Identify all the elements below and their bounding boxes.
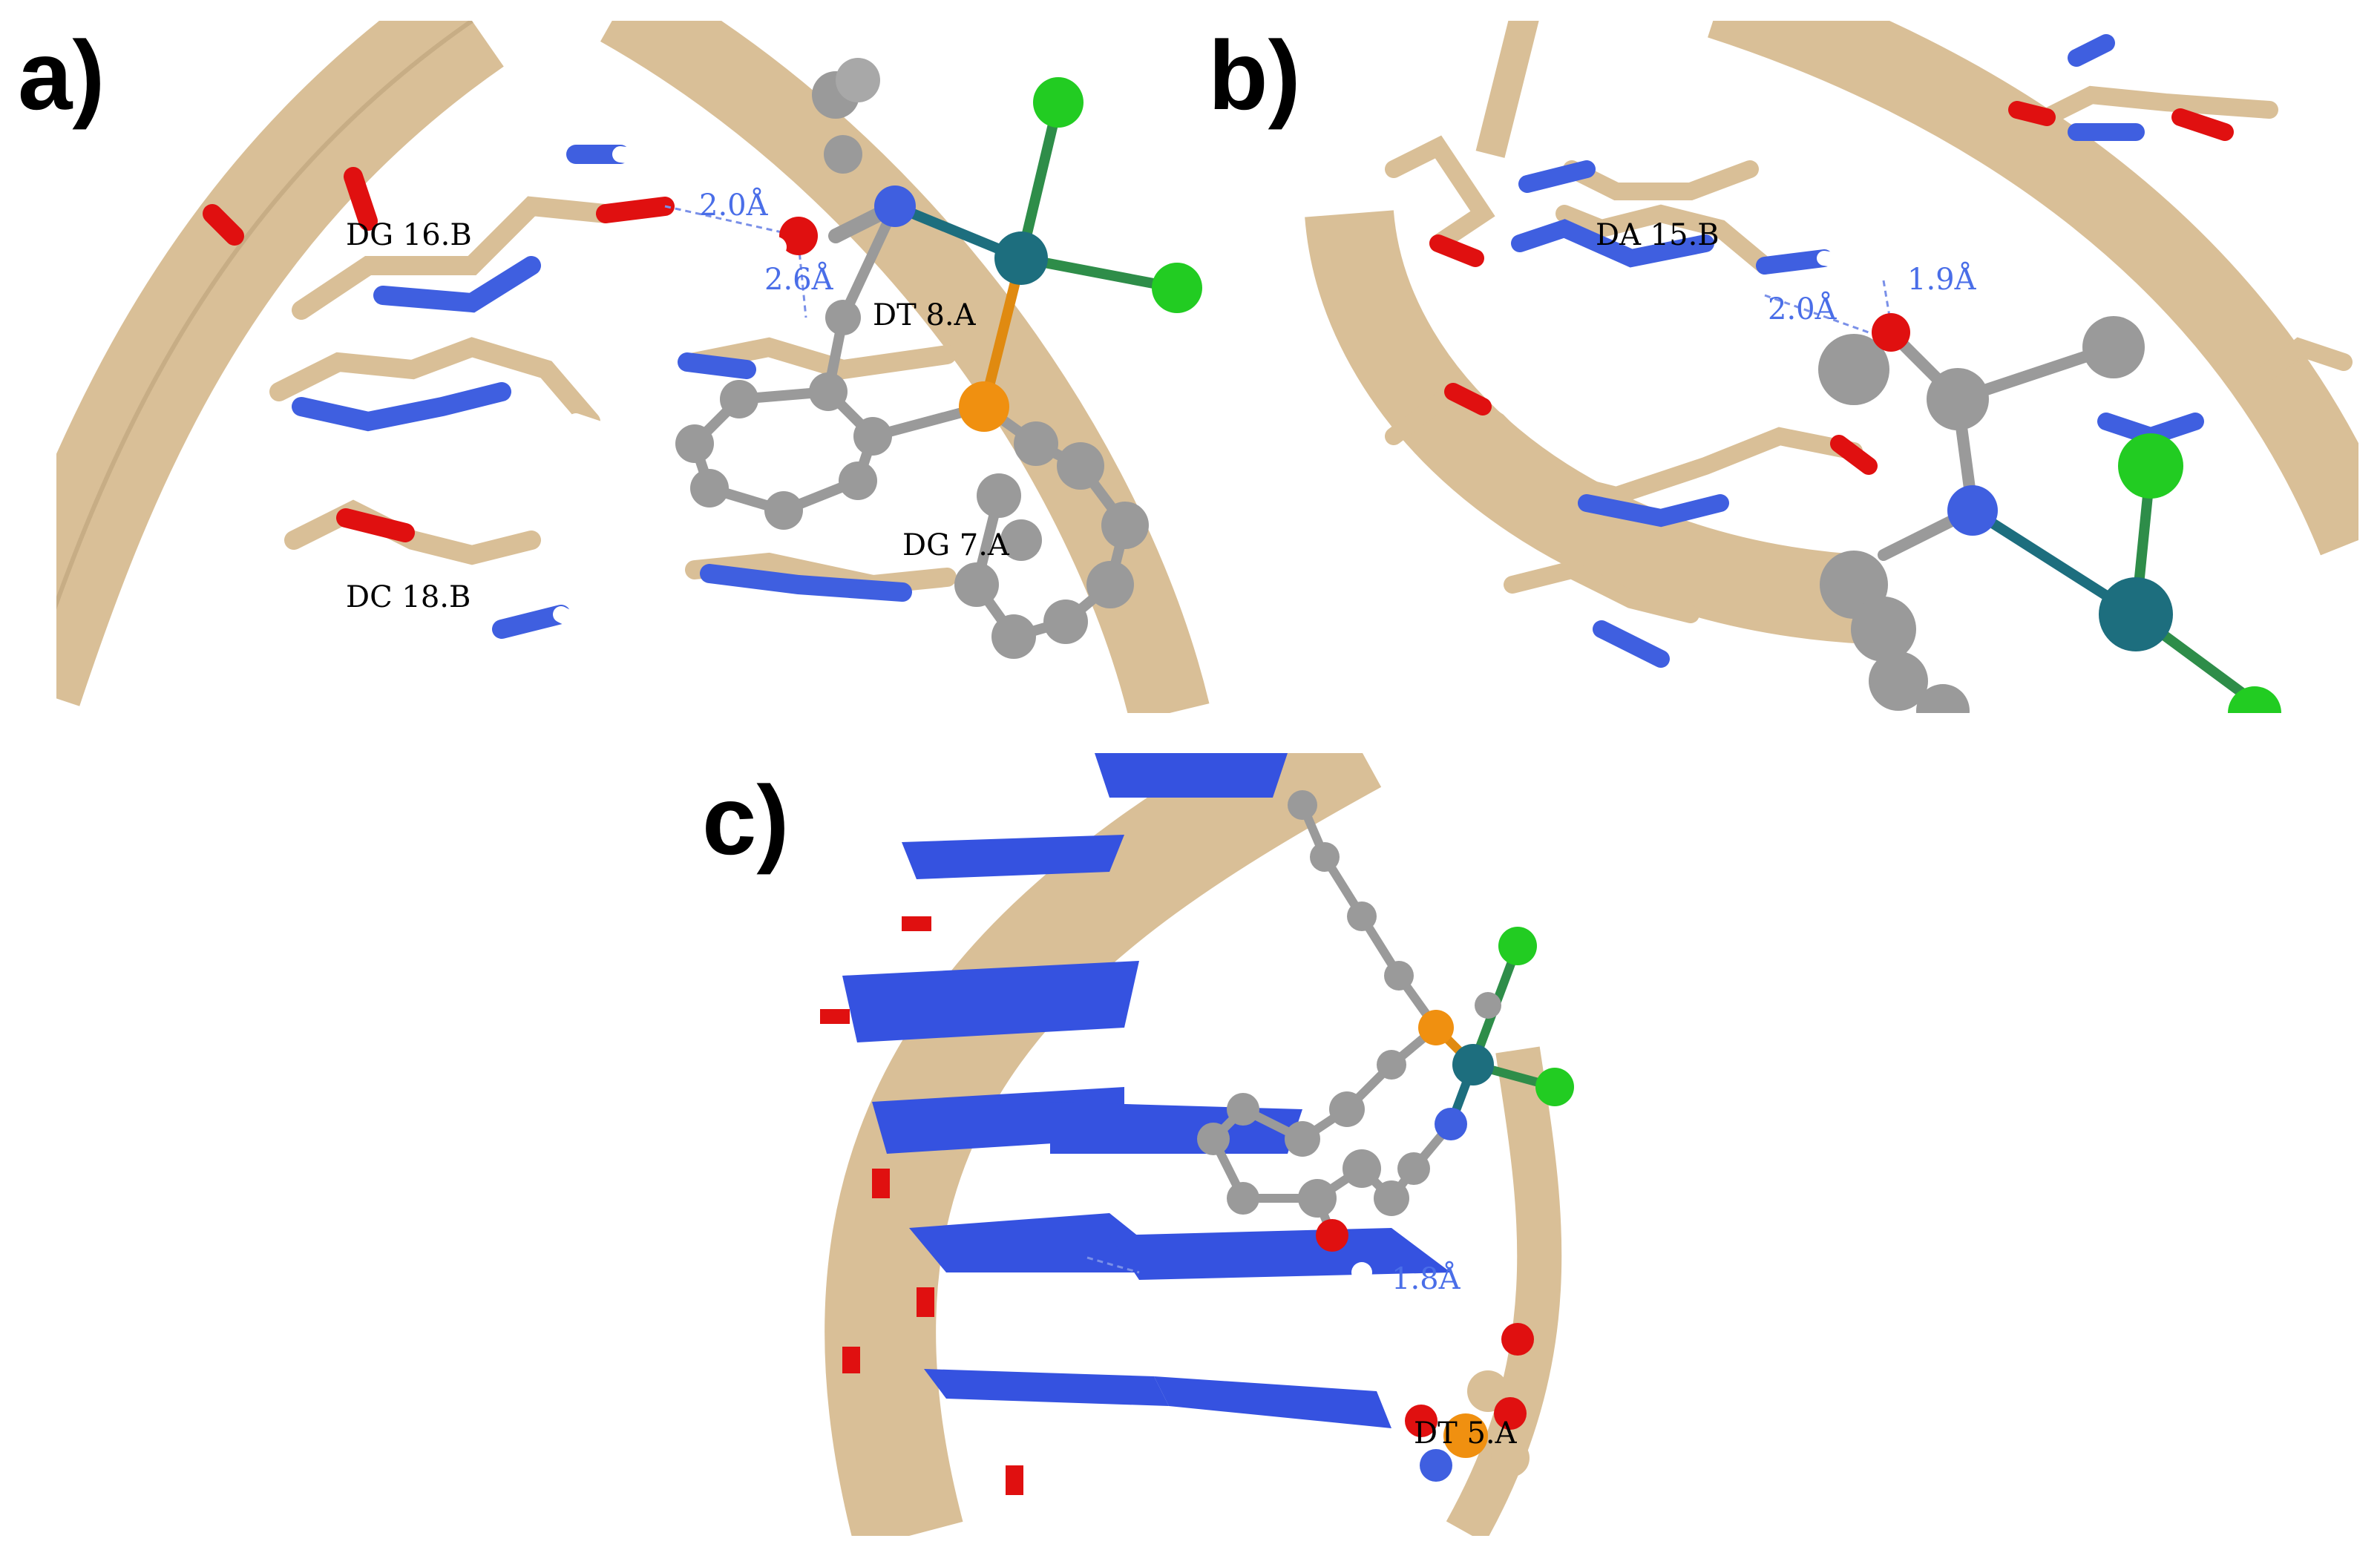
ligand-bonds (1207, 801, 1559, 1240)
hbond-line (797, 243, 807, 318)
panel-label-b: b) (1208, 21, 1301, 130)
dna-backbone-ribbon (1305, 209, 1872, 644)
dna-backbone-stick (1475, 21, 1539, 158)
dna-backbone-ribbon-2 (600, 21, 1210, 713)
hbond-line (664, 205, 799, 237)
panel-label-a: a) (18, 21, 105, 130)
residue-label: DT 8.A (873, 298, 977, 332)
ligand-atoms (675, 58, 1202, 659)
residue-label: DA 15.B (1596, 218, 1720, 252)
panel-b-molecule: DA 15.B 2.0Å 1.9Å (1305, 21, 2358, 713)
dna-ribbon-edge (56, 21, 473, 610)
hbond-line (1882, 280, 1892, 326)
distance-label: 2.0Å (699, 188, 769, 223)
base-slabs (842, 753, 1451, 1428)
hbond-line (1764, 294, 1869, 334)
panel-c-molecule: 1.8Å DT 5.A (820, 753, 1574, 1536)
distance-label: 1.9Å (1907, 262, 1977, 297)
hbond-line (1086, 1256, 1140, 1274)
dna-backbone-ribbon-2 (1708, 21, 2358, 556)
panel-a-image: DG 16.B DT 8.A DG 7.A DC 18.B 2.0Å 2.6Å (56, 21, 1222, 713)
ligand-atoms (1197, 790, 1574, 1482)
ligand-atoms (1818, 313, 2281, 713)
distance-label: 2.0Å (1768, 292, 1838, 326)
panel-c-image: 1.8Å DT 5.A (724, 753, 1640, 1536)
panel-label-c: c) (702, 766, 790, 875)
distance-label: 2.6Å (764, 262, 834, 297)
distance-label: 1.8Å (1391, 1261, 1461, 1296)
panel-a-molecule: DG 16.B DT 8.A DG 7.A DC 18.B 2.0Å 2.6Å (56, 21, 1210, 713)
residue-label: DG 16.B (346, 218, 472, 252)
residue-label: DC 18.B (346, 580, 471, 614)
backbone-oxygens (820, 916, 1023, 1495)
panel-b-image: DA 15.B 2.0Å 1.9Å (1305, 21, 2358, 713)
residue-label: DT 5.A (1414, 1416, 1518, 1451)
residue-label: DG 7.A (902, 528, 1010, 562)
dna-bases (203, 145, 957, 645)
